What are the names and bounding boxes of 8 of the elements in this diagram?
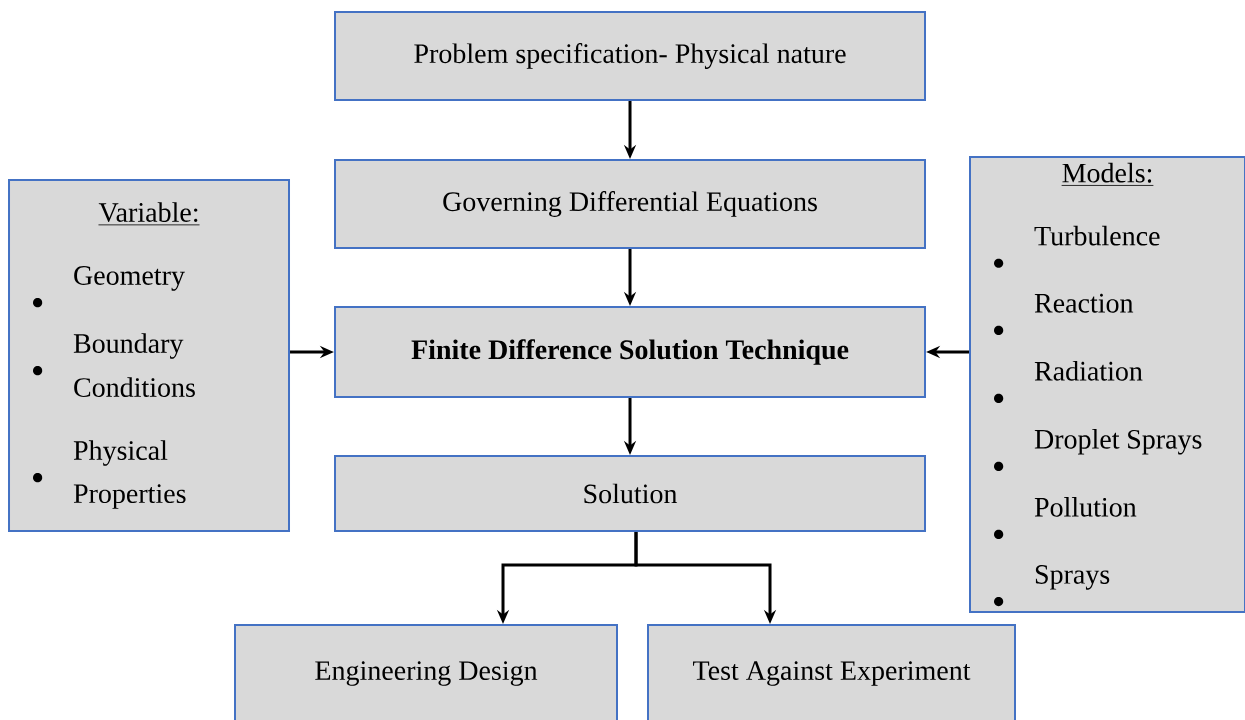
process-box: Finite Difference Solution Technique	[334, 306, 926, 398]
process-box: Governing Differential Equations	[334, 159, 926, 249]
list-box: Variable: Geometry Boundary Conditions Physical Properties	[8, 179, 290, 532]
process-box: Problem specification- Physical nature	[334, 11, 926, 101]
process-box: Test Against Experiment	[647, 624, 1016, 720]
process-box: Engineering Design	[234, 624, 618, 720]
list-box: Models: Turbulence Reaction Radiation Droplet Sprays Pollution Sprays	[969, 156, 1245, 613]
process-box: Solution	[334, 455, 926, 532]
